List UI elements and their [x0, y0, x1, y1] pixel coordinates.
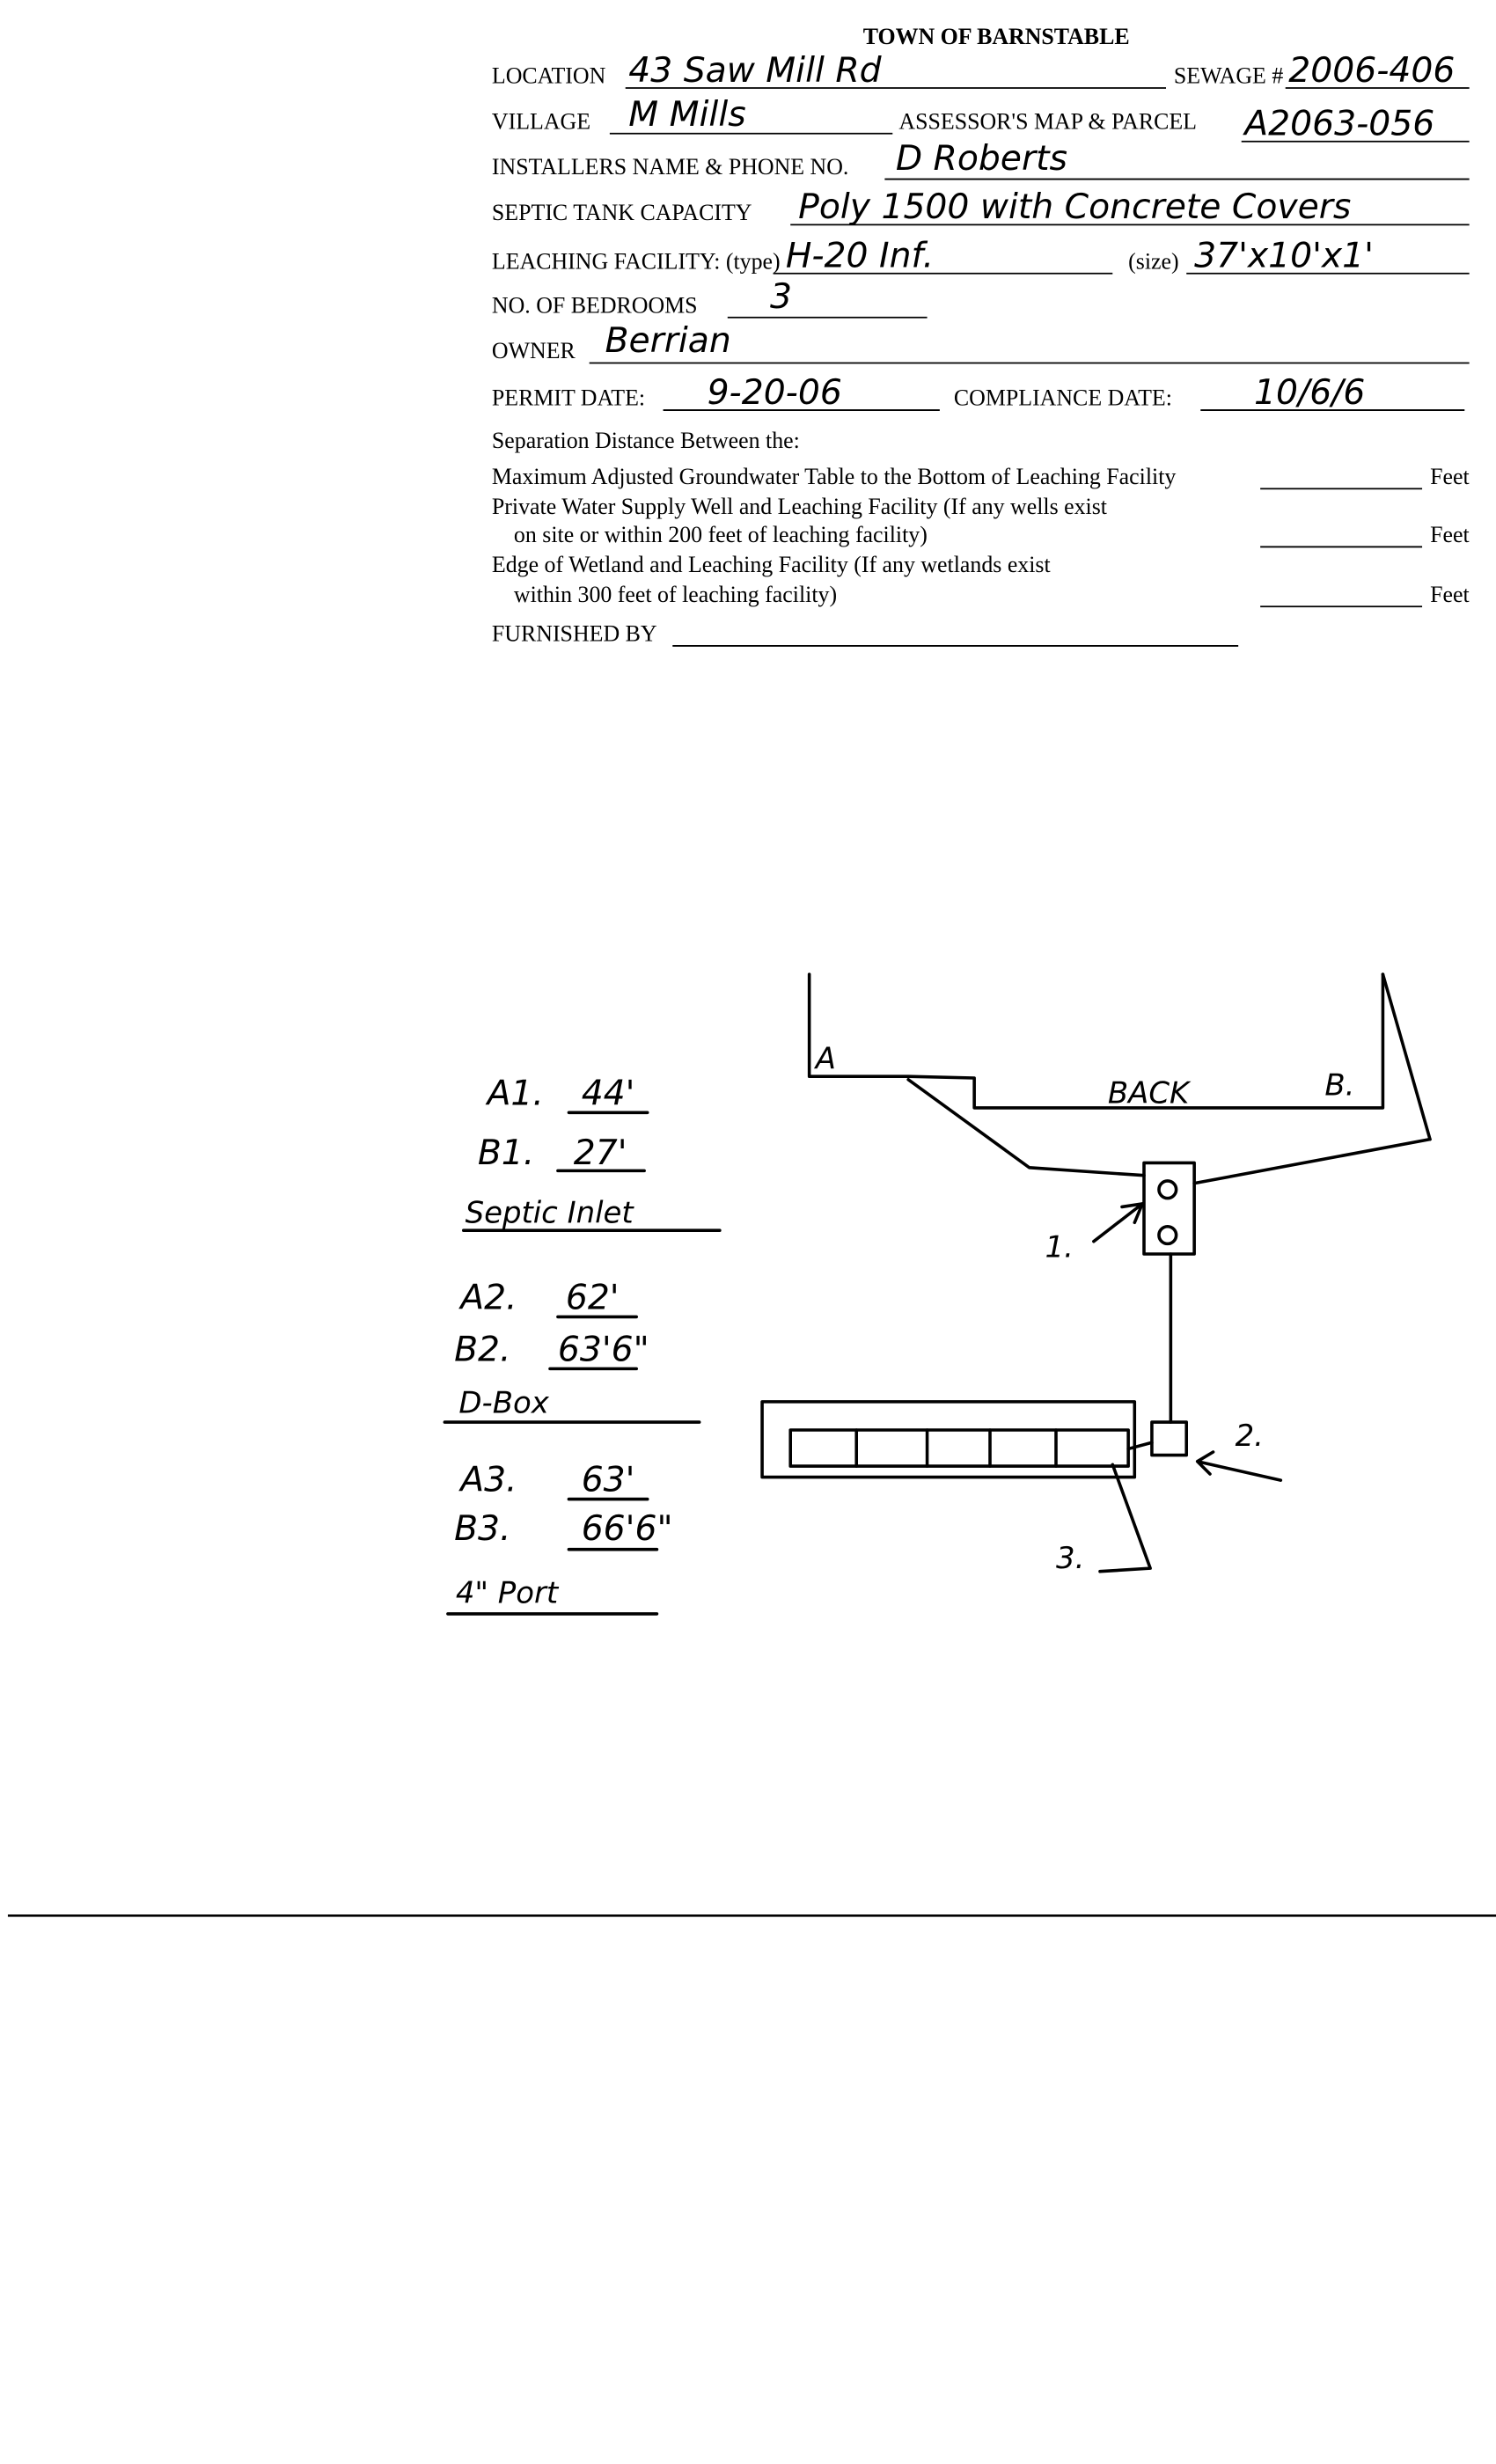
b1-value: 27' [574, 1133, 627, 1173]
b2-label: B2. [454, 1330, 510, 1369]
leaching-field-chambers [788, 1428, 1130, 1468]
sewage-value: 2006-406 [1288, 51, 1455, 91]
d-box-note: D-Box [458, 1385, 549, 1419]
corner-a-label: A [814, 1041, 836, 1075]
sewage-label: SEWAGE # [1174, 63, 1283, 89]
a2-label: A2. [458, 1279, 517, 1318]
separation-well-note: on site or within 200 feet of leaching f… [514, 522, 928, 547]
tank-label: SEPTIC TANK CAPACITY [492, 200, 752, 225]
port-note: 4" Port [456, 1575, 560, 1610]
compliance-date-label: COMPLIANCE DATE: [954, 385, 1172, 411]
back-label: BACK [1108, 1076, 1192, 1111]
owner-value: Berrian [605, 321, 731, 361]
location-row: LOCATION 43 Saw Mill Rd SEWAGE # 2006-40… [492, 51, 1470, 91]
map-parcel-value: A2063-056 [1242, 105, 1434, 144]
permit-date-value: 9-20-06 [708, 373, 842, 413]
tank-row: SEPTIC TANK CAPACITY Poly 1500 with Conc… [492, 187, 1470, 227]
village-value: M Mills [628, 95, 745, 135]
tie-line-b [1192, 1137, 1432, 1185]
location-value: 43 Saw Mill Rd [628, 51, 882, 91]
map-parcel-label: ASSESSOR'S MAP & PARCEL [898, 108, 1197, 134]
arrow-2-icon [1195, 1450, 1283, 1482]
tank-value: Poly 1500 with Concrete Covers [798, 187, 1351, 227]
mark-2-label: 2. [1236, 1419, 1264, 1453]
size-label: (size) [1128, 248, 1178, 274]
a1-value: 44' [582, 1074, 635, 1113]
site-sketch: A BACK B. 1. 2. 3. [760, 972, 1432, 1575]
tank-cover-icon [1157, 1224, 1178, 1246]
arrow-1-icon [1092, 1202, 1144, 1243]
separation-section: Separation Distance Between the: Maximum… [492, 428, 1470, 647]
location-label: LOCATION [492, 63, 606, 89]
permit-date-label: PERMIT DATE: [492, 385, 645, 411]
village-row: VILLAGE M Mills ASSESSOR'S MAP & PARCEL … [492, 95, 1470, 144]
septic-inlet-note: Septic Inlet [466, 1195, 635, 1229]
distribution-box [1150, 1420, 1188, 1457]
septic-tank [1142, 1161, 1196, 1256]
owner-label: OWNER [492, 338, 576, 363]
furnished-by-label: FURNISHED BY [492, 621, 657, 647]
installer-value: D Roberts [896, 139, 1067, 179]
bedrooms-row: NO. OF BEDROOMS 3 [492, 277, 928, 319]
bedrooms-value: 3 [770, 277, 792, 317]
installer-label: INSTALLERS NAME & PHONE NO. [492, 154, 848, 180]
b2-value: 63'6" [558, 1330, 649, 1369]
measurement-notes: A1. 44' B1. 27' Septic Inlet A2. 62' B2.… [443, 1074, 722, 1616]
feet-label: Feet [1430, 522, 1470, 547]
feet-label: Feet [1430, 582, 1470, 607]
house-outline [807, 972, 1385, 1110]
size-value: 37'x10'x1' [1194, 237, 1374, 276]
a3-label: A3. [458, 1461, 517, 1500]
leaching-type-value: H-20 Inf. [786, 237, 934, 276]
separation-well: Private Water Supply Well and Leaching F… [492, 494, 1108, 519]
b3-value: 66'6" [582, 1509, 673, 1549]
village-label: VILLAGE [492, 108, 590, 134]
bedrooms-label: NO. OF BEDROOMS [492, 292, 698, 318]
form-title: TOWN OF BARNSTABLE [863, 24, 1130, 49]
a3-value: 63' [582, 1461, 635, 1500]
feet-label: Feet [1430, 464, 1470, 489]
compliance-date-value: 10/6/6 [1254, 373, 1365, 413]
b1-label: B1. [478, 1133, 534, 1173]
leaching-field-outer [760, 1400, 1137, 1479]
tie-line-a [906, 1078, 1146, 1177]
a1-label: A1. [485, 1074, 544, 1113]
arrow-3-icon [1098, 1463, 1152, 1573]
separation-heading: Separation Distance Between the: [492, 428, 800, 453]
house-right-edge [1381, 972, 1432, 1141]
leaching-type-label: LEACHING FACILITY: (type) [492, 248, 781, 274]
separation-groundwater: Maximum Adjusted Groundwater Table to th… [492, 464, 1176, 489]
installer-row: INSTALLERS NAME & PHONE NO. D Roberts [492, 139, 1470, 180]
tank-cover-icon [1157, 1179, 1178, 1200]
separation-wetland-note: within 300 feet of leaching facility) [514, 582, 837, 607]
owner-row: OWNER Berrian [492, 321, 1470, 364]
mark-3-label: 3. [1056, 1541, 1084, 1575]
mark-1-label: 1. [1045, 1230, 1074, 1265]
separation-wetland: Edge of Wetland and Leaching Facility (I… [492, 552, 1052, 577]
a2-value: 62' [566, 1279, 620, 1318]
corner-b-label: B. [1324, 1068, 1354, 1103]
dates-row: PERMIT DATE: 9-20-06 COMPLIANCE DATE: 10… [492, 373, 1465, 413]
leaching-row: LEACHING FACILITY: (type) H-20 Inf. (siz… [492, 237, 1470, 276]
b3-label: B3. [454, 1509, 510, 1549]
